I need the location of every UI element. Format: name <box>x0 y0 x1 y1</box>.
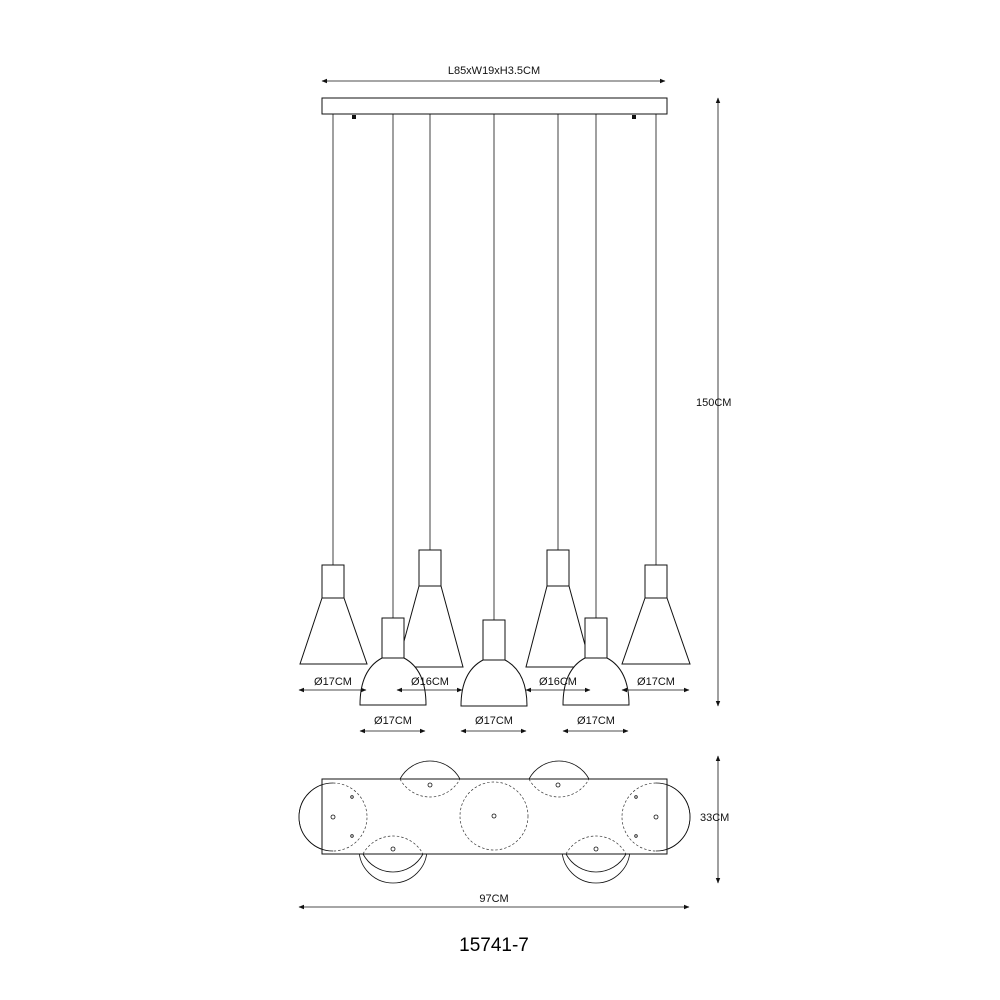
model-number: 15741-7 <box>459 935 529 956</box>
shade-diameter-label-6: Ø17CM <box>475 715 513 727</box>
pendant-shade-7 <box>621 564 691 665</box>
shade-diameter-label-3: Ø16CM <box>539 676 577 688</box>
width-dimension: 97CM <box>298 893 690 910</box>
depth-dimension: 33CM <box>700 755 729 884</box>
pendant-shade-5 <box>525 549 592 668</box>
shade-diameter-label-2: Ø16CM <box>411 676 449 688</box>
pendant-shade-1 <box>299 564 368 665</box>
pendant-shade-3 <box>396 549 464 668</box>
height-dimension-label: 150CM <box>696 397 731 409</box>
canopy-dimension: L85xW19xH3.5CM <box>321 65 666 84</box>
shade-diameter-dimensions: Ø17CM Ø16CM Ø16CM Ø17CM Ø17CM Ø17CM Ø17C… <box>298 676 690 734</box>
pendant-shade-4 <box>460 619 528 707</box>
pendant-shade-6 <box>562 617 630 706</box>
suspension-cords <box>332 114 657 620</box>
depth-dimension-label: 33CM <box>700 812 729 824</box>
shade-diameter-label-7: Ø17CM <box>577 715 615 727</box>
top-view <box>298 760 691 884</box>
pendant-shade-2 <box>359 617 427 706</box>
ceiling-canopy <box>321 97 668 119</box>
canopy-dimension-label: L85xW19xH3.5CM <box>448 65 540 77</box>
shade-diameter-label-5: Ø17CM <box>374 715 412 727</box>
width-dimension-label: 97CM <box>479 893 508 905</box>
height-dimension: 150CM <box>696 97 731 707</box>
shade-diameter-label-1: Ø17CM <box>314 676 352 688</box>
shade-diameter-label-4: Ø17CM <box>637 676 675 688</box>
